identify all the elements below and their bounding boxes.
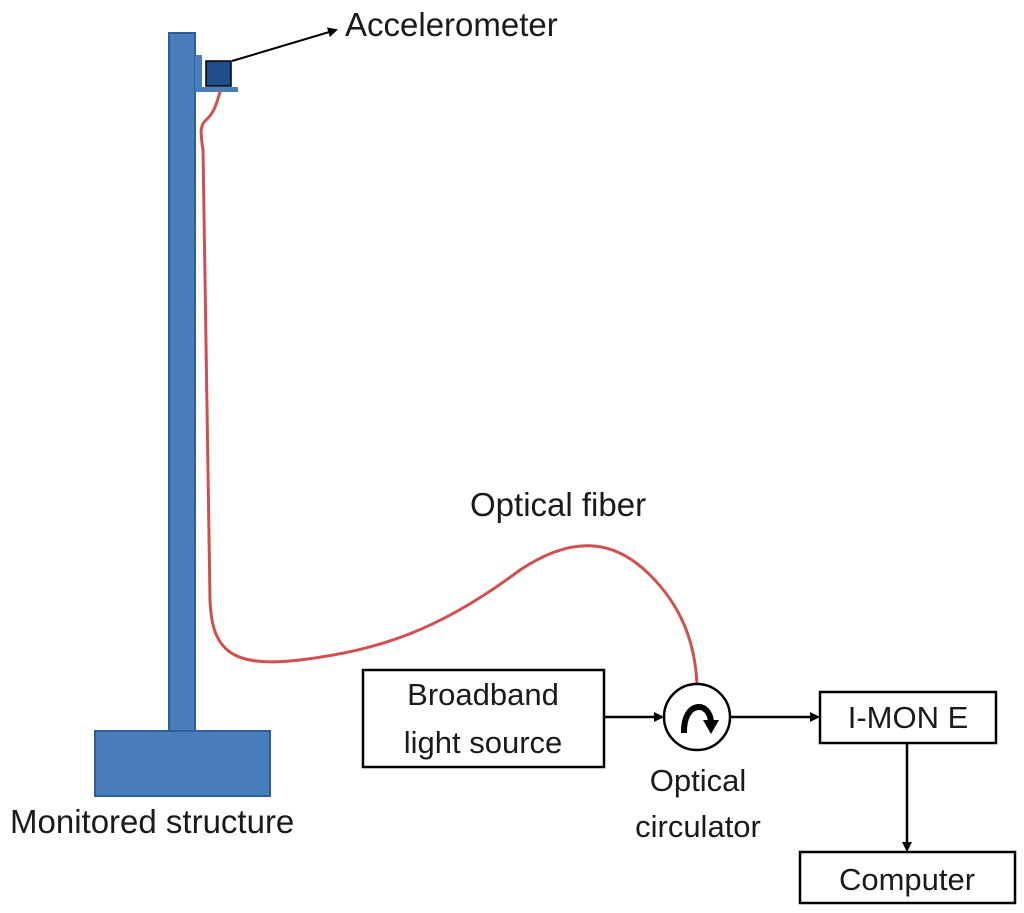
structure-base [94,730,271,797]
broadband-label-line1: Broadband [407,677,559,712]
monitored-structure-label: Monitored structure [10,803,294,840]
broadband-label-line2: light source [404,725,563,760]
accelerometer-label: Accelerometer [345,6,558,43]
optical-fiber [199,90,699,687]
accelerometer-bracket [195,55,202,91]
accelerometer-pointer-arrow [231,27,338,62]
accelerometer-shelf [195,87,238,92]
computer-label: Computer [839,862,975,897]
circulator-label-line1: Optical [650,763,746,798]
structure-column [168,32,196,732]
circulator-label-line2: circulator [635,809,761,844]
circulator-curve-arrow-icon [680,704,714,734]
computer-box [798,850,1017,905]
circulator-arrowhead-icon [703,720,719,734]
imon-label: I-MON E [848,700,969,735]
optical-circulator [662,682,732,752]
accelerometer-sensor [205,60,232,87]
broadband-light-source-box [361,668,606,769]
optical-fiber-label: Optical fiber [470,486,646,523]
